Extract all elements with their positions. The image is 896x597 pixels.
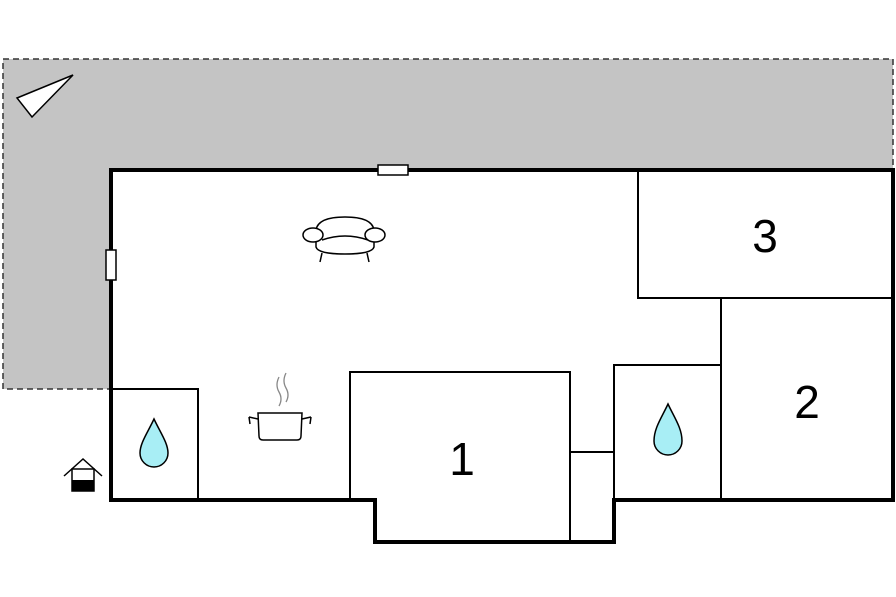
sofa-icon xyxy=(302,216,386,263)
cooking-pot-icon xyxy=(248,372,312,441)
interior-walls xyxy=(111,170,893,542)
room-3-label: 3 xyxy=(752,210,778,262)
compass-icon xyxy=(15,74,74,119)
entrance-icon xyxy=(63,457,103,492)
room-1-label: 1 xyxy=(449,433,475,485)
window-top xyxy=(377,164,409,176)
water-drop-icon xyxy=(139,417,169,468)
room-2-label: 2 xyxy=(794,376,820,428)
window-left xyxy=(105,249,117,281)
water-drop-icon xyxy=(653,402,683,456)
